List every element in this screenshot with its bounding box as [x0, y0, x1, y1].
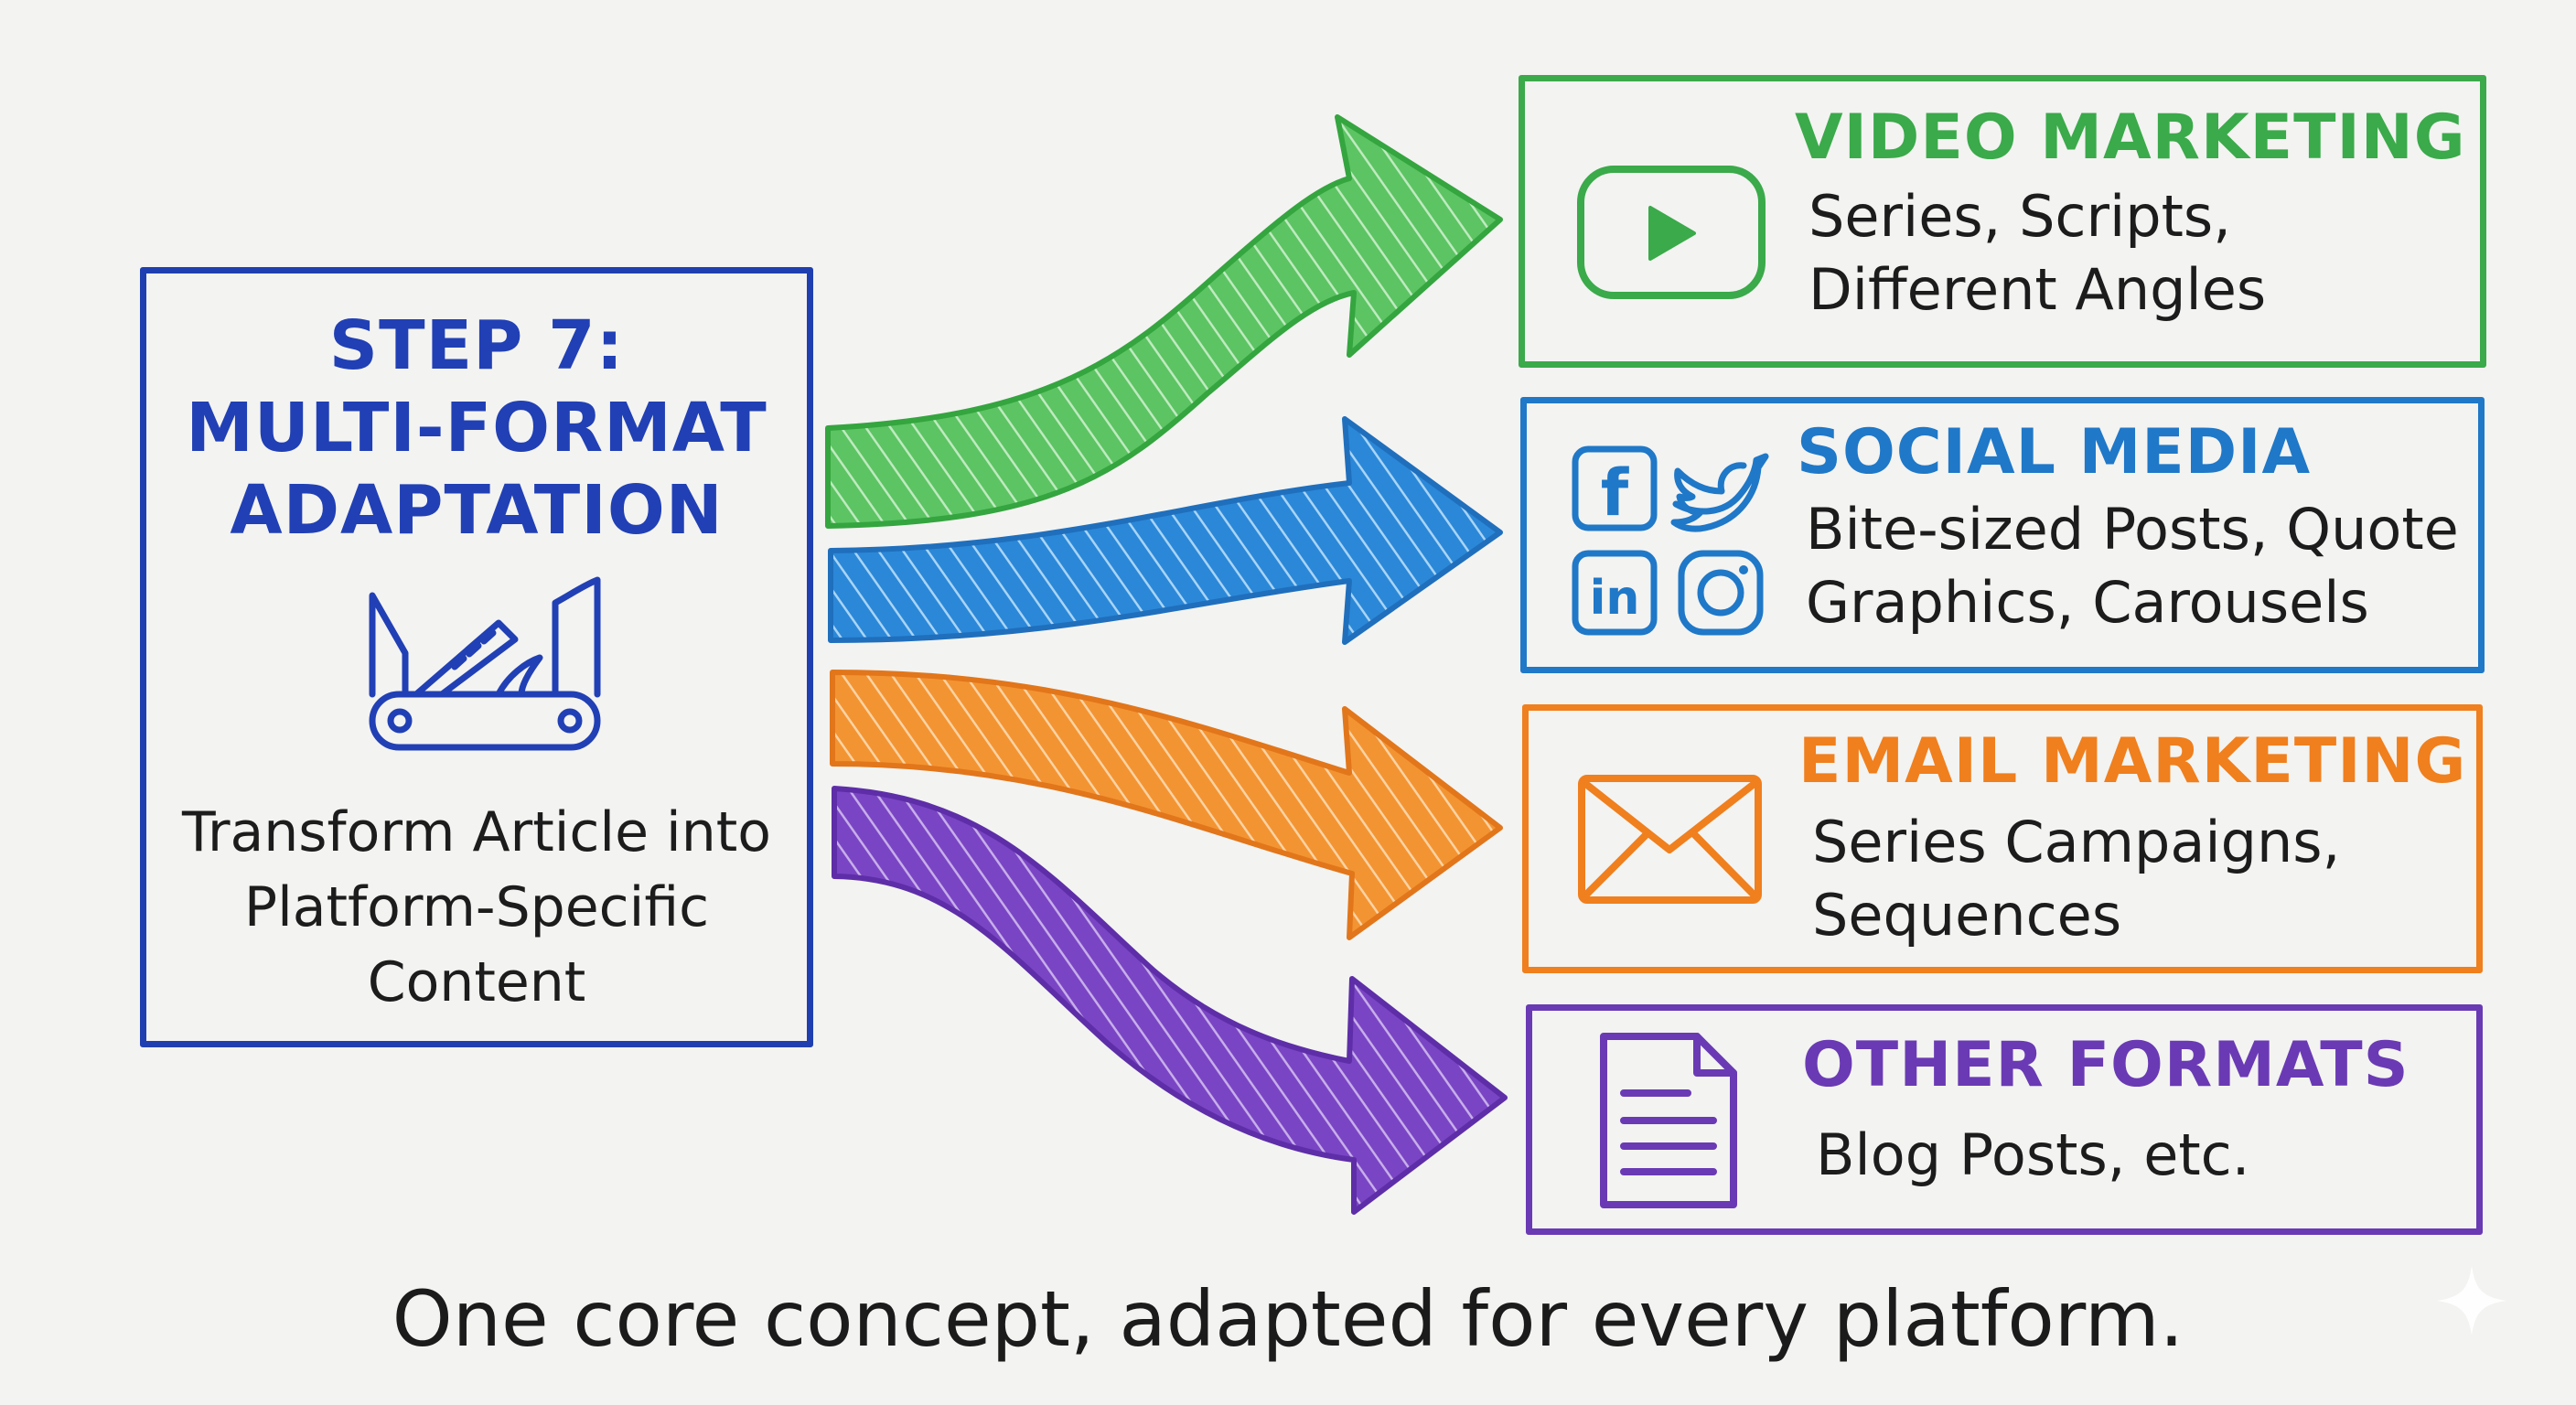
- linkedin-icon-letters: in: [1590, 571, 1640, 626]
- linkedin-icon: in: [1572, 550, 1658, 636]
- play-button-icon: [1577, 166, 1766, 299]
- format-description: Blog Posts, etc.: [1816, 1119, 2249, 1192]
- format-title: EMAIL MARKETING: [1798, 725, 2467, 798]
- facebook-icon-letter: f: [1601, 456, 1630, 531]
- twitter-icon: [1670, 453, 1769, 532]
- arrow-to-social: [828, 416, 1503, 645]
- envelope-icon: [1578, 775, 1762, 904]
- video-marketing-box: VIDEO MARKETING Series, Scripts, Differe…: [1519, 75, 2486, 368]
- social-icons-group: f in: [1572, 445, 1769, 636]
- format-description-line: Bite-sized Posts, Quote: [1806, 496, 2459, 563]
- step-description-line: Transform Article into: [181, 800, 771, 864]
- footer-tagline: One core concept, adapted for every plat…: [392, 1274, 2184, 1364]
- step-description-line: Platform-Specific: [243, 875, 710, 939]
- format-description-line: Blog Posts, etc.: [1816, 1121, 2250, 1188]
- facebook-icon: f: [1572, 445, 1658, 531]
- step-title-line: MULTI-FORMAT: [186, 389, 767, 467]
- step-box: STEP 7: MULTI-FORMAT ADAPTATION Transfor…: [140, 267, 813, 1047]
- instagram-icon: [1678, 550, 1764, 636]
- format-description-line: Graphics, Carousels: [1806, 569, 2369, 636]
- arrow-to-video: [825, 114, 1503, 529]
- multi-tool-knife-icon: [369, 576, 601, 751]
- email-marketing-box: EMAIL MARKETING Series Campaigns, Sequen…: [1522, 704, 2483, 973]
- format-title: SOCIAL MEDIA: [1797, 416, 2312, 488]
- format-description: Bite-sized Posts, Quote Graphics, Carous…: [1806, 493, 2459, 639]
- arrow-to-other: [832, 786, 1508, 1215]
- sparkle-icon: [2437, 1266, 2506, 1335]
- format-description-line: Series Campaigns,: [1812, 809, 2341, 875]
- format-description-line: Series, Scripts,: [1809, 183, 2231, 250]
- format-description-line: Sequences: [1812, 882, 2122, 949]
- format-description: Series Campaigns, Sequences: [1812, 806, 2340, 952]
- step-title-line: STEP 7:: [328, 306, 625, 385]
- format-description-line: Different Angles: [1809, 256, 2267, 323]
- format-title: OTHER FORMATS: [1802, 1029, 2410, 1101]
- social-media-box: f in SOCIAL MEDIA Bite-sized Posts, Quot…: [1520, 397, 2485, 673]
- format-description: Series, Scripts, Different Angles: [1809, 180, 2266, 327]
- step-title-line: ADAPTATION: [230, 471, 724, 550]
- step-title: STEP 7: MULTI-FORMAT ADAPTATION: [146, 305, 807, 552]
- step-description: Transform Article into Platform-Specific…: [146, 795, 807, 1020]
- other-formats-box: OTHER FORMATS Blog Posts, etc.: [1526, 1004, 2483, 1235]
- document-icon: [1600, 1033, 1737, 1208]
- arrow-to-email: [830, 670, 1503, 940]
- format-title: VIDEO MARKETING: [1795, 102, 2466, 174]
- step-description-line: Content: [367, 950, 586, 1014]
